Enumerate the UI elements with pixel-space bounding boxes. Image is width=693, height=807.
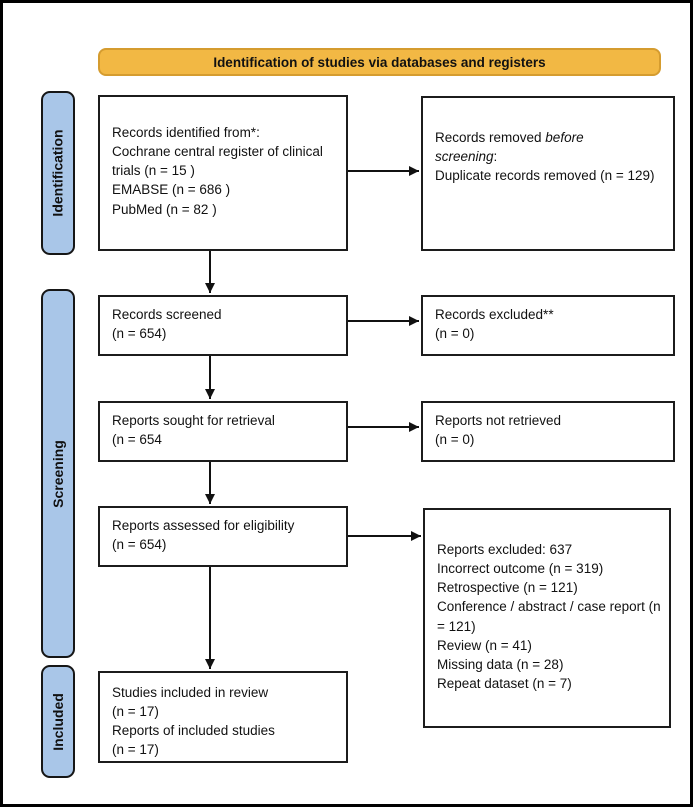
stage-identification: Identification: [41, 91, 75, 255]
box-reports-assessed: Reports assessed for eligibility (n = 65…: [98, 506, 348, 567]
records-removed-heading: Records removed before screening:: [435, 128, 615, 166]
box-records-identified: Records identified from*: Cochrane centr…: [98, 95, 348, 251]
records-removed-heading-plain: Records removed: [435, 130, 546, 145]
stage-included: Included: [41, 665, 75, 778]
stage-identification-label: Identification: [50, 129, 66, 217]
records-excluded-line1: Records excluded**: [435, 307, 554, 322]
stage-screening: Screening: [41, 289, 75, 658]
studies-included-line1: Studies included in review: [112, 685, 269, 700]
stage-included-label: Included: [50, 692, 66, 751]
reports-sought-line2: (n = 654: [112, 432, 162, 448]
reports-excluded-heading: Reports excluded: 637: [437, 542, 573, 557]
reports-excluded-item: Repeat dataset (n = 7): [437, 676, 572, 692]
studies-included-line3: Reports of included studies: [112, 723, 275, 739]
reports-assessed-line1: Reports assessed for eligibility: [112, 518, 295, 533]
reports-excluded-item: Missing data (n = 28): [437, 656, 564, 672]
reports-not-retrieved-line1: Reports not retrieved: [435, 413, 562, 428]
records-removed-item: Duplicate records removed (n = 129): [435, 168, 655, 184]
stage-screening-label: Screening: [50, 439, 67, 508]
records-screened-line2: (n = 654): [112, 326, 167, 342]
box-reports-excluded-eligibility: Reports excluded: 637 Incorrect outcome …: [423, 508, 671, 728]
records-identified-item: EMABSE (n = 686 ): [112, 182, 231, 198]
box-records-excluded: Records excluded** (n = 0): [421, 295, 675, 356]
box-reports-not-retrieved: Reports not retrieved (n = 0): [421, 401, 675, 462]
records-identified-item: Cochrane central register of clinical tr…: [112, 144, 323, 179]
reports-excluded-item: Retrospective (n = 121): [437, 580, 578, 596]
records-screened-line1: Records screened: [112, 307, 222, 322]
box-records-removed: Records removed before screening: Duplic…: [421, 96, 675, 251]
banner: Identification of studies via databases …: [98, 48, 661, 76]
records-removed-heading-italic: before screening: [435, 130, 584, 165]
studies-included-line4: (n = 17): [112, 742, 159, 758]
reports-excluded-item: Review (n = 41): [437, 637, 532, 653]
box-records-screened: Records screened (n = 654): [98, 295, 348, 356]
box-reports-sought: Reports sought for retrieval (n = 654: [98, 401, 348, 462]
records-removed-heading-colon: :: [493, 149, 498, 165]
studies-included-line2: (n = 17): [112, 704, 159, 720]
reports-not-retrieved-line2: (n = 0): [435, 432, 475, 448]
reports-excluded-item: Conference / abstract / case report (n =…: [437, 599, 661, 634]
records-excluded-line2: (n = 0): [435, 326, 475, 342]
reports-sought-line1: Reports sought for retrieval: [112, 413, 275, 428]
records-identified-heading: Records identified from*:: [112, 125, 260, 140]
reports-assessed-line2: (n = 654): [112, 537, 167, 553]
banner-label: Identification of studies via databases …: [213, 54, 546, 70]
records-identified-item: PubMed (n = 82 ): [112, 201, 217, 217]
reports-excluded-item: Incorrect outcome (n = 319): [437, 561, 604, 577]
box-studies-included: Studies included in review (n = 17) Repo…: [98, 671, 348, 763]
